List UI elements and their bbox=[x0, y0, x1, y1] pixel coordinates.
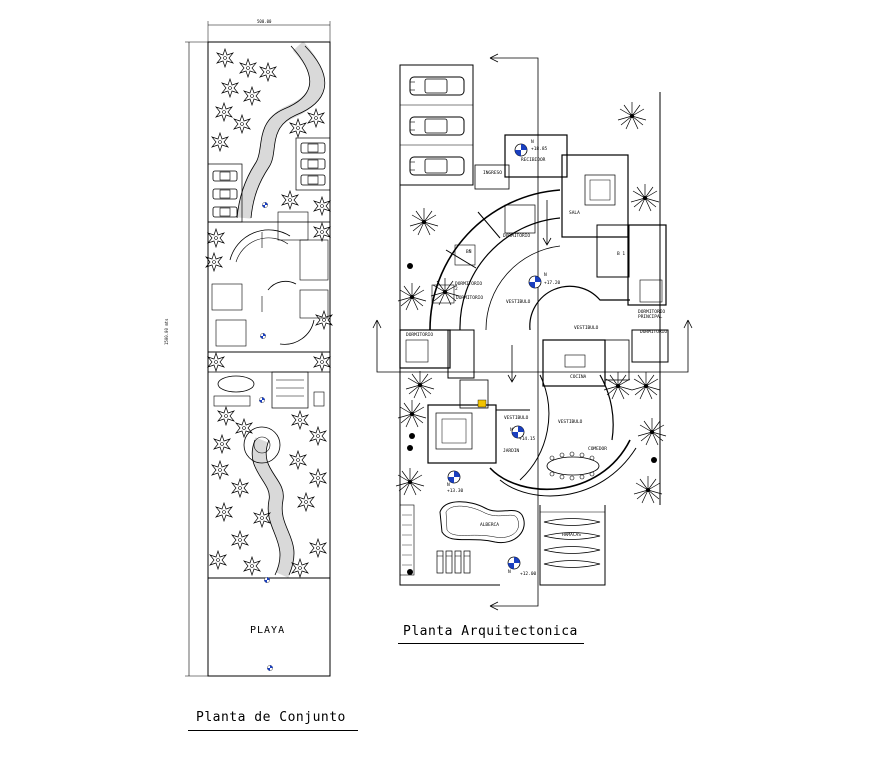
pool bbox=[439, 501, 525, 544]
label-alberca: ALBERCA bbox=[480, 523, 499, 528]
level-value-5: +12.00 bbox=[520, 572, 537, 577]
label-jardin: JARDIN bbox=[503, 449, 520, 454]
label-dormitorio-4: DORMITORIO bbox=[640, 330, 668, 335]
level-mark-2: N bbox=[544, 273, 547, 278]
label-sala: SALA bbox=[569, 211, 580, 216]
level-mark-4: N bbox=[447, 483, 450, 488]
label-hamacas: HAMACAS bbox=[562, 533, 581, 538]
level-mark-5: N bbox=[508, 570, 511, 575]
label-dormitorio-1: DORMITORIO bbox=[503, 234, 531, 239]
site-plan-title-underline bbox=[188, 730, 358, 731]
label-vestibulo-3: VESTIBULO bbox=[504, 416, 529, 421]
site-plan-title: Planta de Conjunto bbox=[196, 710, 346, 725]
level-value-3: +14.15 bbox=[519, 437, 536, 442]
label-dormitorio-5: DORMITORIO bbox=[406, 333, 434, 338]
house-miniature bbox=[207, 211, 331, 409]
label-dormitorio-principal: DORMITORIO PRINCIPAL bbox=[638, 310, 666, 320]
accent-fixture bbox=[477, 399, 487, 408]
label-bano-2: B 1 bbox=[617, 252, 626, 257]
site-side-dimension: 1500.00 mts bbox=[164, 318, 169, 346]
site-top-dimension: 500.00 bbox=[257, 19, 272, 24]
floor-plan-title-underline bbox=[398, 643, 584, 644]
label-cocina: COCINA bbox=[570, 375, 587, 380]
label-ingreso: INGRESO bbox=[483, 171, 502, 176]
beach-label: PLAYA bbox=[250, 625, 286, 636]
level-mark-3: N bbox=[510, 428, 513, 433]
site-plan bbox=[185, 21, 333, 677]
label-bano-1: BÑ bbox=[466, 250, 472, 255]
sala-room bbox=[561, 154, 629, 238]
label-vestibulo-1: VESTIBULO bbox=[506, 300, 531, 305]
level-value-4: +13.30 bbox=[447, 489, 464, 494]
label-dormitorio-2: DORMITORIO 2 bbox=[455, 282, 483, 292]
label-dormitorio-3: DORMITORIO bbox=[456, 296, 484, 301]
garden-path-top bbox=[237, 41, 324, 219]
label-recibidor: RECIBIDOR bbox=[521, 158, 546, 163]
label-vestibulo-4: VESTIBULO bbox=[558, 420, 583, 425]
level-value-1: +18.85 bbox=[531, 147, 548, 152]
label-vestibulo-2: VESTIBULO bbox=[574, 326, 599, 331]
level-value-2: +17.20 bbox=[544, 281, 561, 286]
level-mark-1: N bbox=[531, 140, 534, 145]
site-boundary bbox=[207, 41, 331, 677]
garage bbox=[399, 64, 474, 186]
floor-plan bbox=[372, 53, 693, 611]
floor-plan-title: Planta Arquitectonica bbox=[403, 624, 578, 639]
label-comedor: COMEDOR bbox=[588, 447, 607, 452]
